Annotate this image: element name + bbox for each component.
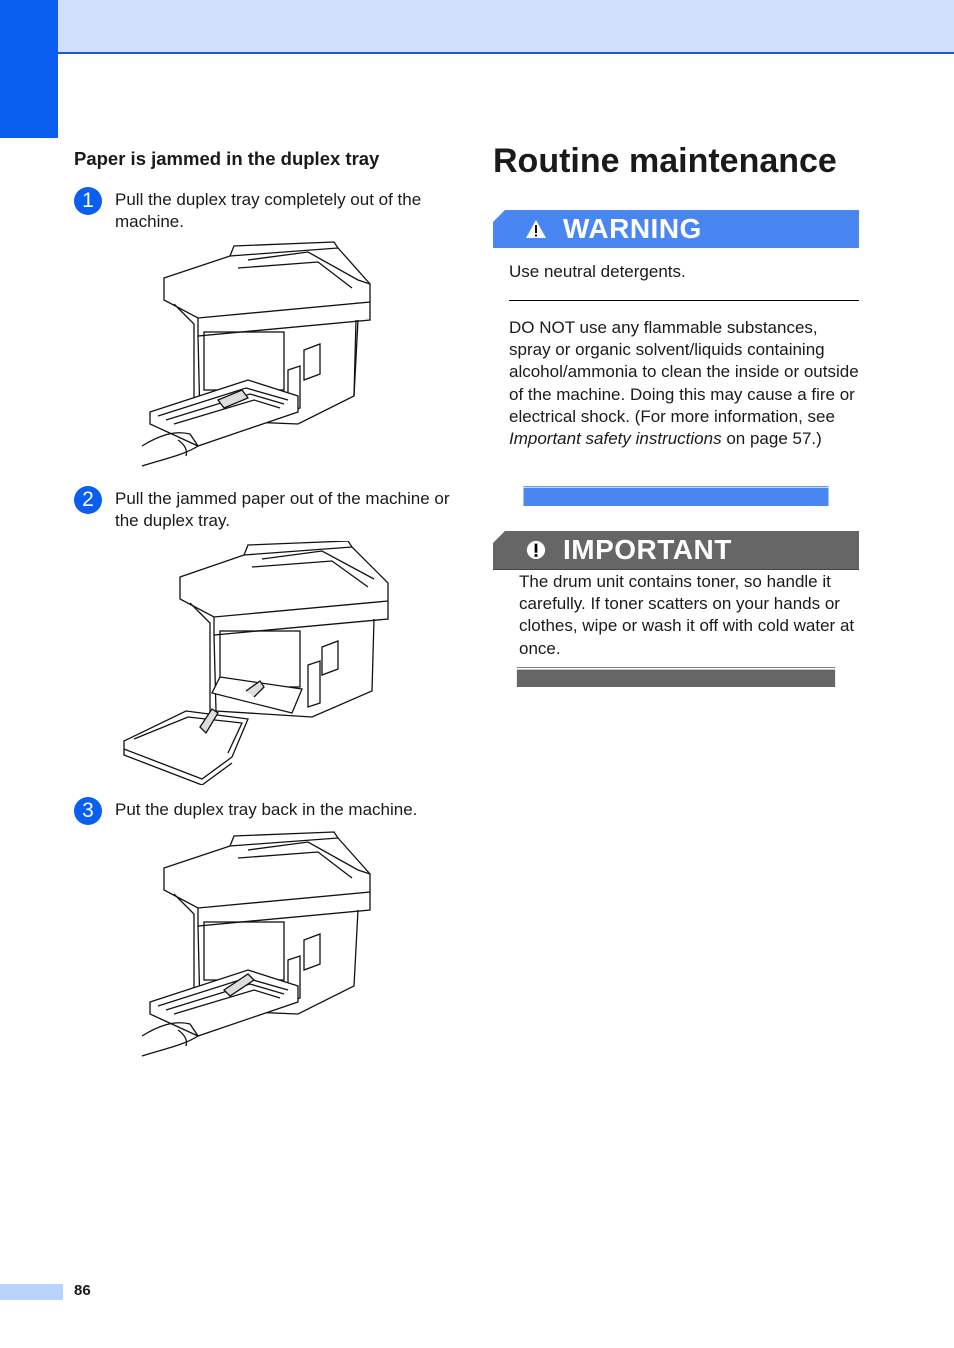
printer-illustration-jammed-paper [123,541,389,785]
chapter-tab [0,0,58,138]
important-footer-bar [516,667,836,687]
printer-illustration-tray-in [141,831,371,1057]
warning-footer-bar [523,486,829,506]
safety-instructions-ref: Important safety instructions [509,429,722,449]
step-number: 3 [74,797,102,825]
page-number: 86 [74,1282,91,1299]
step-number: 1 [74,187,102,215]
warning-text-2-end: on page 57.) [721,429,822,449]
page-title: Routine maintenance [493,142,837,180]
warning-label: WARNING [563,213,702,244]
warning-banner [493,210,859,248]
page-number-tab [0,1284,63,1300]
warning-text-1: Use neutral detergents. [509,262,686,281]
important-text: The drum unit contains toner, so handle … [519,572,855,658]
important-banner [493,531,859,569]
warning-header: WARNING [493,210,859,248]
section-heading: Paper is jammed in the duplex tray [74,148,380,169]
step-text: Put the duplex tray back in the machine. [115,800,418,819]
warning-triangle-icon [526,220,546,238]
important-label: IMPORTANT [563,534,732,565]
divider [509,300,859,301]
important-header: IMPORTANT [493,531,859,569]
printer-illustration-tray-out [141,241,371,467]
step-number: 2 [74,486,102,514]
step-text: Pull the jammed paper out of the machine… [115,489,450,530]
divider [493,569,859,570]
exclamation-icon [526,540,546,560]
warning-text-2: DO NOT use any flammable substances, spr… [509,317,859,450]
header-band [0,0,954,54]
warning-text-2-start: DO NOT use any flammable substances, spr… [509,318,859,426]
step-text: Pull the duplex tray completely out of t… [115,190,422,231]
